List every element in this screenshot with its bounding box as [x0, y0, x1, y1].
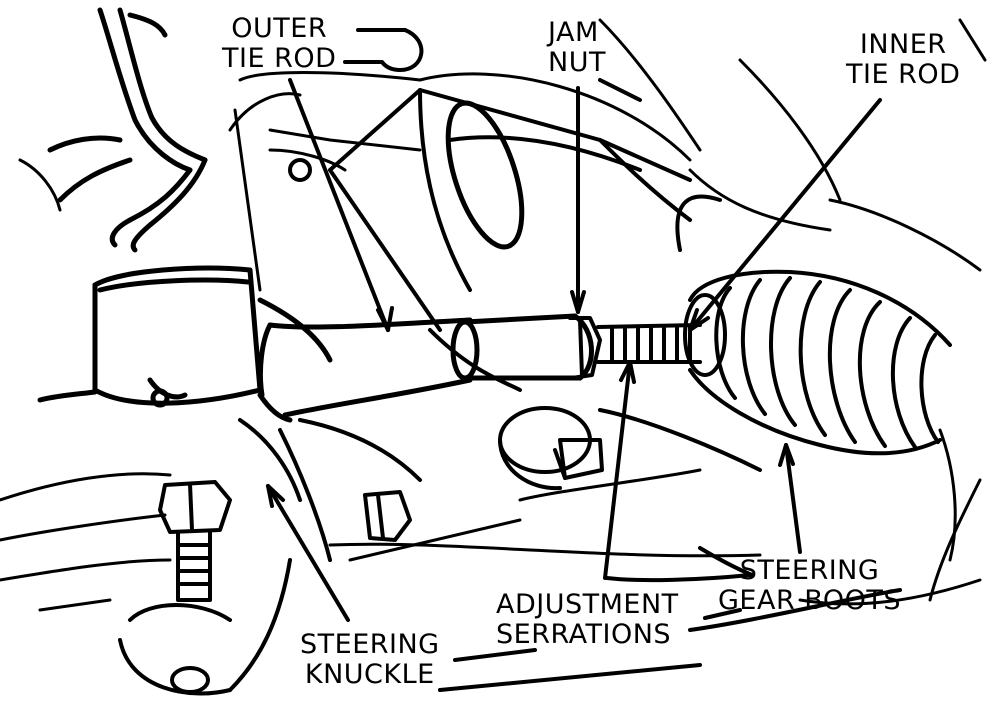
- label-steering-gear-boots: STEERING GEAR BOOTS: [718, 556, 901, 616]
- label-adjustment-serrations-line2: SERRATIONS: [496, 619, 672, 650]
- steering-gear-boot: [675, 194, 952, 456]
- label-inner-tie-rod-line2: TIE ROD: [846, 59, 961, 90]
- label-adjustment-serrations: ADJUSTMENT SERRATIONS: [496, 590, 679, 650]
- label-adjustment-serrations-line1: ADJUSTMENT: [496, 589, 679, 620]
- label-inner-tie-rod-line1: INNER: [859, 29, 947, 60]
- jam-nut: [568, 316, 602, 380]
- label-jam-nut-line1: JAM: [548, 17, 599, 48]
- leader-lines: [266, 28, 902, 692]
- knuckle-block: [37, 265, 333, 408]
- knuckle-stud: [118, 418, 302, 696]
- label-steering-knuckle: STEERING KNUCKLE: [300, 630, 440, 690]
- label-steering-gear-boots-line2: GEAR BOOTS: [718, 585, 901, 616]
- label-outer-tie-rod-line2: TIE ROD: [222, 43, 337, 74]
- upper-mount: [228, 71, 422, 292]
- label-steering-knuckle-line1: STEERING: [300, 629, 440, 660]
- label-jam-nut: JAM NUT: [548, 18, 606, 78]
- label-outer-tie-rod: OUTER TIE ROD: [222, 14, 336, 74]
- label-jam-nut-line2: NUT: [548, 47, 606, 78]
- inner-tie-rod: [596, 323, 702, 364]
- label-steering-gear-boots-line1: STEERING: [739, 555, 880, 586]
- brake-line: [47, 7, 208, 253]
- label-steering-knuckle-line2: KNUCKLE: [304, 659, 435, 690]
- lower-bracket: [278, 406, 762, 562]
- bracket-plate: [328, 88, 692, 392]
- label-outer-tie-rod-line1: OUTER: [231, 13, 328, 44]
- label-inner-tie-rod: INNER TIE ROD: [846, 30, 960, 90]
- background-strokes: [0, 18, 987, 612]
